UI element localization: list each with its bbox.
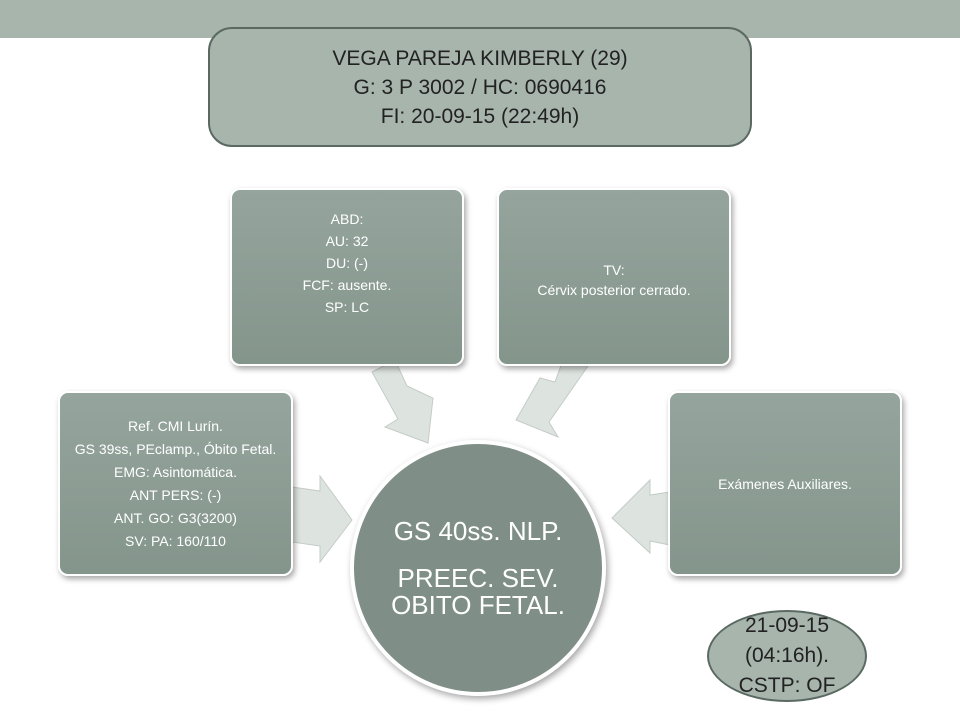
card-referral: Ref. CMI Lurín. GS 39ss, PEclamp., Óbito… bbox=[58, 391, 293, 576]
footer-date-oval: 21-09-15 (04:16h). CSTP: OF bbox=[707, 610, 867, 702]
arrow-referral-to-center bbox=[291, 474, 353, 564]
footer-time: (04:16h). bbox=[744, 644, 830, 667]
patient-header-box: VEGA PAREJA KIMBERLY (29) G: 3 P 3002 / … bbox=[208, 27, 752, 147]
card-abdomen-line: ABD: bbox=[330, 211, 364, 227]
card-referral-line: ANT PERS: (-) bbox=[129, 486, 222, 503]
footer-procedure: CSTP: OF bbox=[738, 674, 836, 697]
card-abdomen-line: SP: LC bbox=[324, 299, 370, 315]
card-referral-line: Ref. CMI Lurín. bbox=[128, 417, 223, 434]
patient-admission-date: FI: 20-09-15 (22:49h) bbox=[380, 104, 580, 128]
center-diagnosis-circle: GS 40ss. NLP. PREEC. SEV. OBITO FETAL. bbox=[350, 440, 606, 696]
center-diagnosis-gestation: GS 40ss. NLP. bbox=[393, 515, 563, 546]
footer-date: 21-09-15 bbox=[744, 614, 830, 637]
card-abdomen-line: FCF: ausente. bbox=[302, 277, 392, 293]
arrow-abdomen-to-center bbox=[371, 359, 434, 444]
card-auxiliary-exams-line: Exámenes Auxiliares. bbox=[718, 475, 852, 492]
card-referral-line: ANT. GO: G3(3200) bbox=[114, 509, 237, 526]
card-referral-line: SV: PA: 160/110 bbox=[125, 532, 226, 549]
card-auxiliary-exams: Exámenes Auxiliares. bbox=[668, 391, 902, 576]
card-abdomen-line: AU: 32 bbox=[325, 233, 369, 249]
card-vaginal-exam-line: Cérvix posterior cerrado. bbox=[537, 282, 691, 298]
center-diagnosis-condition: PREEC. SEV. OBITO FETAL. bbox=[391, 562, 565, 620]
card-vaginal-exam-line: TV: bbox=[603, 262, 625, 278]
card-referral-line: EMG: Asintomática. bbox=[114, 463, 237, 480]
card-referral-line: GS 39ss, PEclamp., Óbito Fetal. bbox=[74, 440, 277, 457]
patient-name: VEGA PAREJA KIMBERLY (29) bbox=[332, 46, 628, 70]
arrow-auxiliary-to-center bbox=[611, 478, 671, 555]
card-abdomen: ABD: AU: 32 DU: (-) FCF: ausente. SP: LC bbox=[230, 188, 464, 366]
arrow-vaginal-exam-to-center bbox=[515, 359, 589, 439]
patient-obstetric-history: G: 3 P 3002 / HC: 0690416 bbox=[353, 75, 607, 99]
card-abdomen-line: DU: (-) bbox=[326, 255, 368, 271]
card-vaginal-exam: TV: Cérvix posterior cerrado. bbox=[497, 188, 731, 366]
